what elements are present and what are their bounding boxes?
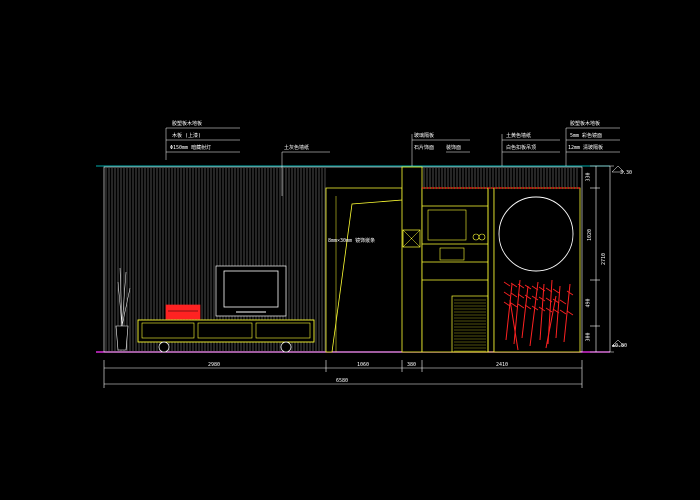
plant-leaf <box>531 285 539 291</box>
level-bottom: ±0.00 <box>612 343 628 349</box>
red-plant <box>503 279 574 351</box>
plant-leaf <box>510 282 518 288</box>
plant-stem <box>509 299 519 351</box>
angled-panel <box>325 187 403 353</box>
plant-leaf <box>510 292 518 298</box>
vase-stem <box>117 281 123 327</box>
callout-left-2: 木板 (上漆) <box>172 133 202 139</box>
dim-v-1: 330 <box>585 172 592 182</box>
plant-leaf <box>545 307 553 313</box>
dim-v-5: 300 <box>585 332 592 342</box>
callout-left-1: 胶塑板木地板 <box>172 121 203 127</box>
drawer-1 <box>141 322 195 339</box>
vase-stems <box>117 267 131 327</box>
callout-right-c-2: 5mm 彩色镜面 <box>570 133 603 139</box>
plant-leaf <box>503 281 511 287</box>
callout-right-c-1: 胶塑板木地板 <box>570 121 601 127</box>
plant-leaf <box>559 309 567 315</box>
plant-stem <box>563 283 571 343</box>
dim-h-1: 2980 <box>208 362 221 368</box>
horizontal-dimensions <box>103 360 583 388</box>
plant-stem <box>521 285 529 339</box>
level-marker-bottom <box>611 339 625 347</box>
panel-note: 8mm×30mm 镜饰嵌条 <box>328 238 376 244</box>
level-marker-top <box>611 165 625 173</box>
vase-stem <box>119 267 123 327</box>
vase-stem <box>121 271 127 327</box>
plant-leaf <box>552 308 560 314</box>
dim-v-2: 1020 <box>587 228 594 242</box>
drawer-2 <box>197 322 253 339</box>
callout-right-a-side: 装饰面 <box>446 145 462 151</box>
cabinet-wheel-right <box>280 341 292 353</box>
plant-stem <box>539 283 545 341</box>
dim-v-4: 490 <box>585 298 592 308</box>
dim-total: 6580 <box>336 378 349 384</box>
callout-right-b-1: 土黄色墙纸 <box>506 133 532 139</box>
callout-leaders <box>165 127 620 196</box>
plant-leaf <box>503 291 511 297</box>
plant-leaf <box>566 310 574 316</box>
plant-leaf <box>559 299 567 305</box>
plant-leaf <box>552 288 560 294</box>
plant-leaf <box>503 301 511 307</box>
column <box>401 166 423 353</box>
level-top: 3.30 <box>620 170 633 176</box>
shelf-ornament-2 <box>478 233 486 241</box>
plant-leaf <box>552 298 560 304</box>
plant-stem <box>529 281 539 347</box>
plant-leaf <box>524 304 532 310</box>
dim-h-3: 380 <box>407 362 417 368</box>
plant-leaf <box>538 286 546 292</box>
callout-left-3: Φ150mm 暗藏射灯 <box>170 145 212 151</box>
tv-screen <box>223 270 279 308</box>
cabinet-wheel-left <box>158 341 170 353</box>
plant-leaf <box>524 294 532 300</box>
dim-v-total: 2710 <box>601 252 608 266</box>
dim-h-4: 2410 <box>496 362 509 368</box>
plant-leaf <box>531 305 539 311</box>
dim-h-2: 1060 <box>357 362 370 368</box>
callout-right-c-3: 12mm 清玻隔板 <box>568 145 604 151</box>
plant-leaf <box>517 303 525 309</box>
callout-center: 土灰色墙纸 <box>284 145 310 151</box>
callout-right-a-2: 石片饰面 <box>414 145 435 151</box>
tv-cabinet <box>137 319 315 343</box>
red-speaker <box>165 304 201 320</box>
round-mirror <box>498 196 574 272</box>
plant-leaf <box>545 297 553 303</box>
cabinet-slats <box>454 299 486 352</box>
plant-leaf <box>538 296 546 302</box>
shelf-box-upper <box>427 209 467 241</box>
drawer-3 <box>255 322 311 339</box>
plant-leaf <box>566 290 574 296</box>
floor-vase <box>115 325 129 351</box>
plant-leaf <box>524 284 532 290</box>
plant-leaf <box>517 293 525 299</box>
wall-outline <box>103 166 583 353</box>
plant-leaf <box>531 295 539 301</box>
callout-right-a-1: 玻璃隔板 <box>414 133 435 139</box>
shelf-box-lower <box>439 247 465 261</box>
vase-stem <box>121 287 131 327</box>
divider-panel <box>487 187 495 353</box>
vertical-dimensions <box>590 165 614 353</box>
plant-stem <box>545 295 557 349</box>
column-lamp <box>402 229 421 248</box>
plant-leaf <box>517 283 525 289</box>
plant-leaf <box>510 302 518 308</box>
shelf-unit <box>421 187 489 353</box>
callout-right-b-2: 白色扣板吊顶 <box>506 145 537 151</box>
plant-leaf <box>538 306 546 312</box>
lamp-cross-b <box>402 229 421 248</box>
plant-leaf <box>545 287 553 293</box>
